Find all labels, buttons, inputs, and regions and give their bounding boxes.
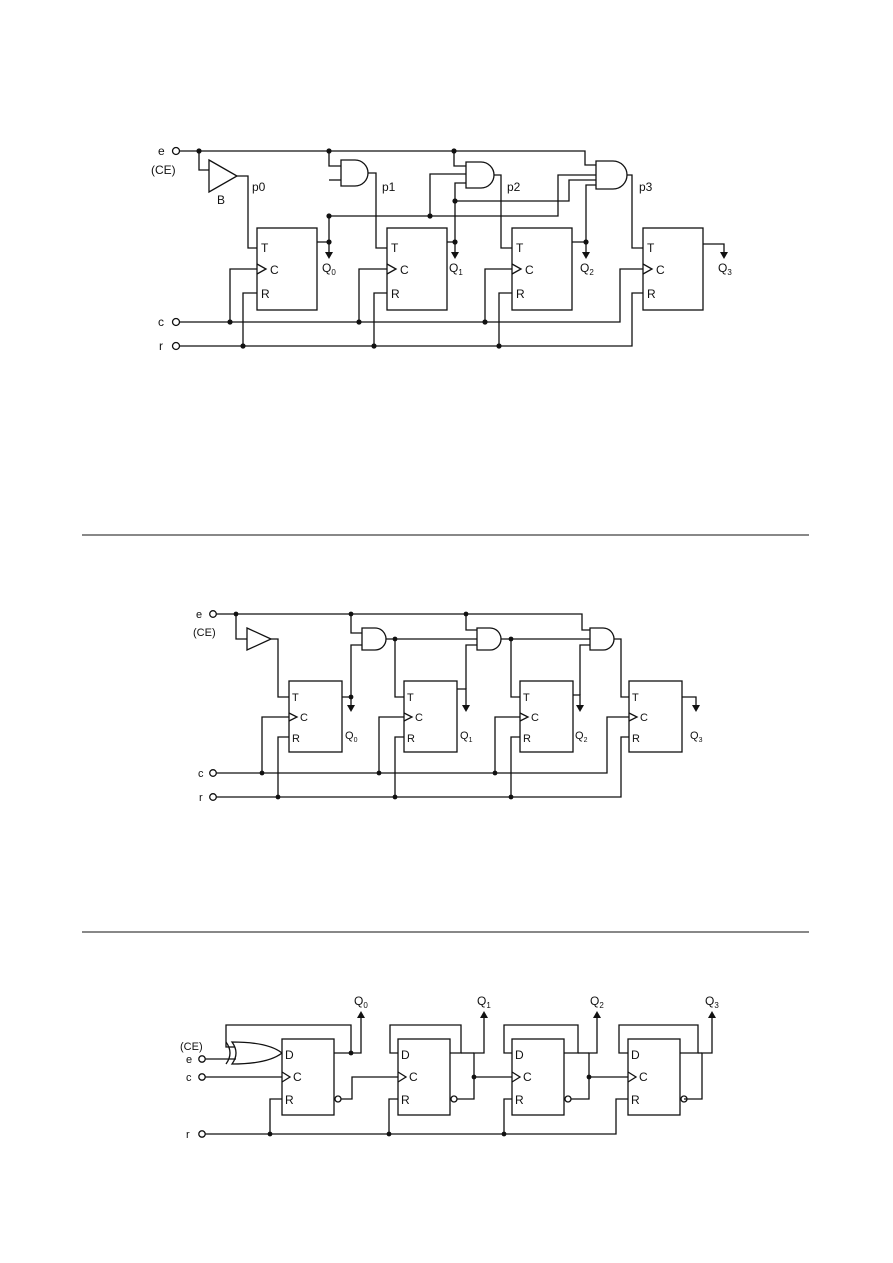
input-r-terminal: [209, 793, 217, 801]
ff2-pin-r: R: [523, 733, 531, 745]
ff0-qbar-bubble: [334, 1095, 342, 1103]
ff0-pin-c: C: [300, 712, 308, 724]
and-gate-2: [476, 627, 502, 651]
ff3-pin-d: D: [631, 1048, 640, 1062]
q0-label: Q0: [345, 730, 358, 744]
input-ce-label: (CE): [151, 163, 176, 177]
q0-label: Q0: [354, 994, 368, 1010]
ff2-pin-c: C: [523, 1070, 532, 1084]
p2-label: p2: [507, 180, 521, 194]
input-c-label: c: [186, 1072, 192, 1084]
diagram-1-sync-t-counter-serial-and: e (CE) c r B p0 T C R T C R T C R T C: [151, 144, 732, 353]
ff2-qbar-bubble: [564, 1095, 572, 1103]
input-e-terminal: [198, 1055, 206, 1063]
input-c-terminal: [209, 769, 217, 777]
ff0-pin-c: C: [293, 1070, 302, 1084]
ff0-box: [288, 680, 343, 753]
input-ce-label: (CE): [180, 1041, 203, 1053]
ff0-pin-t: T: [292, 692, 299, 704]
q0-label: Q0: [322, 261, 336, 277]
ff1-pin-c: C: [415, 712, 423, 724]
ff0-pin-r: R: [292, 733, 300, 745]
q3-label: Q3: [718, 261, 732, 277]
ff2-pin-c: C: [531, 712, 539, 724]
q3-label: Q3: [705, 994, 719, 1010]
ff2-pin-r: R: [515, 1093, 524, 1107]
q2-label: Q2: [590, 994, 604, 1010]
input-r-terminal: [198, 1130, 206, 1138]
ff3-pin-r: R: [632, 733, 640, 745]
ff2-pin-d: D: [515, 1048, 524, 1062]
xor-gate: [230, 1041, 284, 1065]
ff3-pin-r: R: [631, 1093, 640, 1107]
ff3-pin-c: C: [640, 712, 648, 724]
input-c-label: c: [198, 768, 204, 780]
ff1-pin-c: C: [400, 263, 409, 277]
p3-label: p3: [639, 180, 653, 194]
q3-label: Q3: [690, 730, 703, 744]
ff1-pin-r: R: [407, 733, 415, 745]
q1-label: Q1: [477, 994, 491, 1010]
diagram-3-ripple-d-counter: (CE) e c r D C R D C R D C R D C R: [180, 994, 719, 1141]
input-r-label: r: [186, 1129, 190, 1141]
ff0-pin-r: R: [261, 287, 270, 301]
and-gate-3: [589, 627, 615, 651]
ff3-pin-t: T: [647, 241, 655, 255]
ff3-pin-t: T: [632, 692, 639, 704]
p1-label: p1: [382, 180, 396, 194]
ff0-pin-r: R: [285, 1093, 294, 1107]
q2-label: Q2: [580, 261, 594, 277]
input-c-label: c: [158, 315, 164, 329]
diagram-2-sync-t-counter-ripple-and: e (CE) c r T C R T C R T C R T C R: [193, 609, 703, 804]
input-ce-label: (CE): [193, 627, 216, 639]
and-gate-1: [340, 159, 369, 187]
input-c-terminal: [198, 1073, 206, 1081]
buffer-gate: [246, 626, 273, 652]
ff2-box: [519, 680, 574, 753]
ff2-pin-r: R: [516, 287, 525, 301]
p0-label: p0: [252, 180, 266, 194]
ff3-pin-c: C: [656, 263, 665, 277]
ff1-pin-t: T: [391, 241, 399, 255]
ff2-box: [511, 227, 573, 311]
ff3-box: [642, 227, 704, 311]
and-gate-3: [595, 160, 628, 190]
q1-label: Q1: [460, 730, 473, 744]
input-e-label: e: [158, 144, 165, 158]
ff2-pin-t: T: [523, 692, 530, 704]
ff0-pin-c: C: [270, 263, 279, 277]
input-r-label: r: [199, 792, 203, 804]
buffer-b-label: B: [217, 193, 225, 207]
input-c-terminal: [171, 317, 181, 327]
ff3-box: [628, 680, 683, 753]
input-e-terminal: [171, 146, 181, 156]
input-e-label: e: [196, 609, 202, 621]
ff3-pin-r: R: [647, 287, 656, 301]
q2-label: Q2: [575, 730, 588, 744]
ff1-qbar-bubble: [450, 1095, 458, 1103]
input-e-label: e: [186, 1054, 192, 1066]
ff1-pin-r: R: [391, 287, 400, 301]
and-gate-1: [361, 627, 387, 651]
ff0-pin-d: D: [285, 1048, 294, 1062]
ff1-pin-c: C: [409, 1070, 418, 1084]
ff1-box: [403, 680, 458, 753]
ff1-pin-t: T: [407, 692, 414, 704]
and-gate-2: [465, 161, 495, 189]
q1-label: Q1: [449, 261, 463, 277]
ff2-pin-t: T: [516, 241, 524, 255]
input-r-label: r: [159, 339, 163, 353]
ff0-pin-t: T: [261, 241, 269, 255]
ff2-pin-c: C: [525, 263, 534, 277]
input-e-terminal: [209, 610, 217, 618]
ff1-pin-r: R: [401, 1093, 410, 1107]
ff3-pin-c: C: [639, 1070, 648, 1084]
input-r-terminal: [171, 341, 181, 351]
buffer-b-gate: [208, 158, 239, 194]
ff1-pin-d: D: [401, 1048, 410, 1062]
